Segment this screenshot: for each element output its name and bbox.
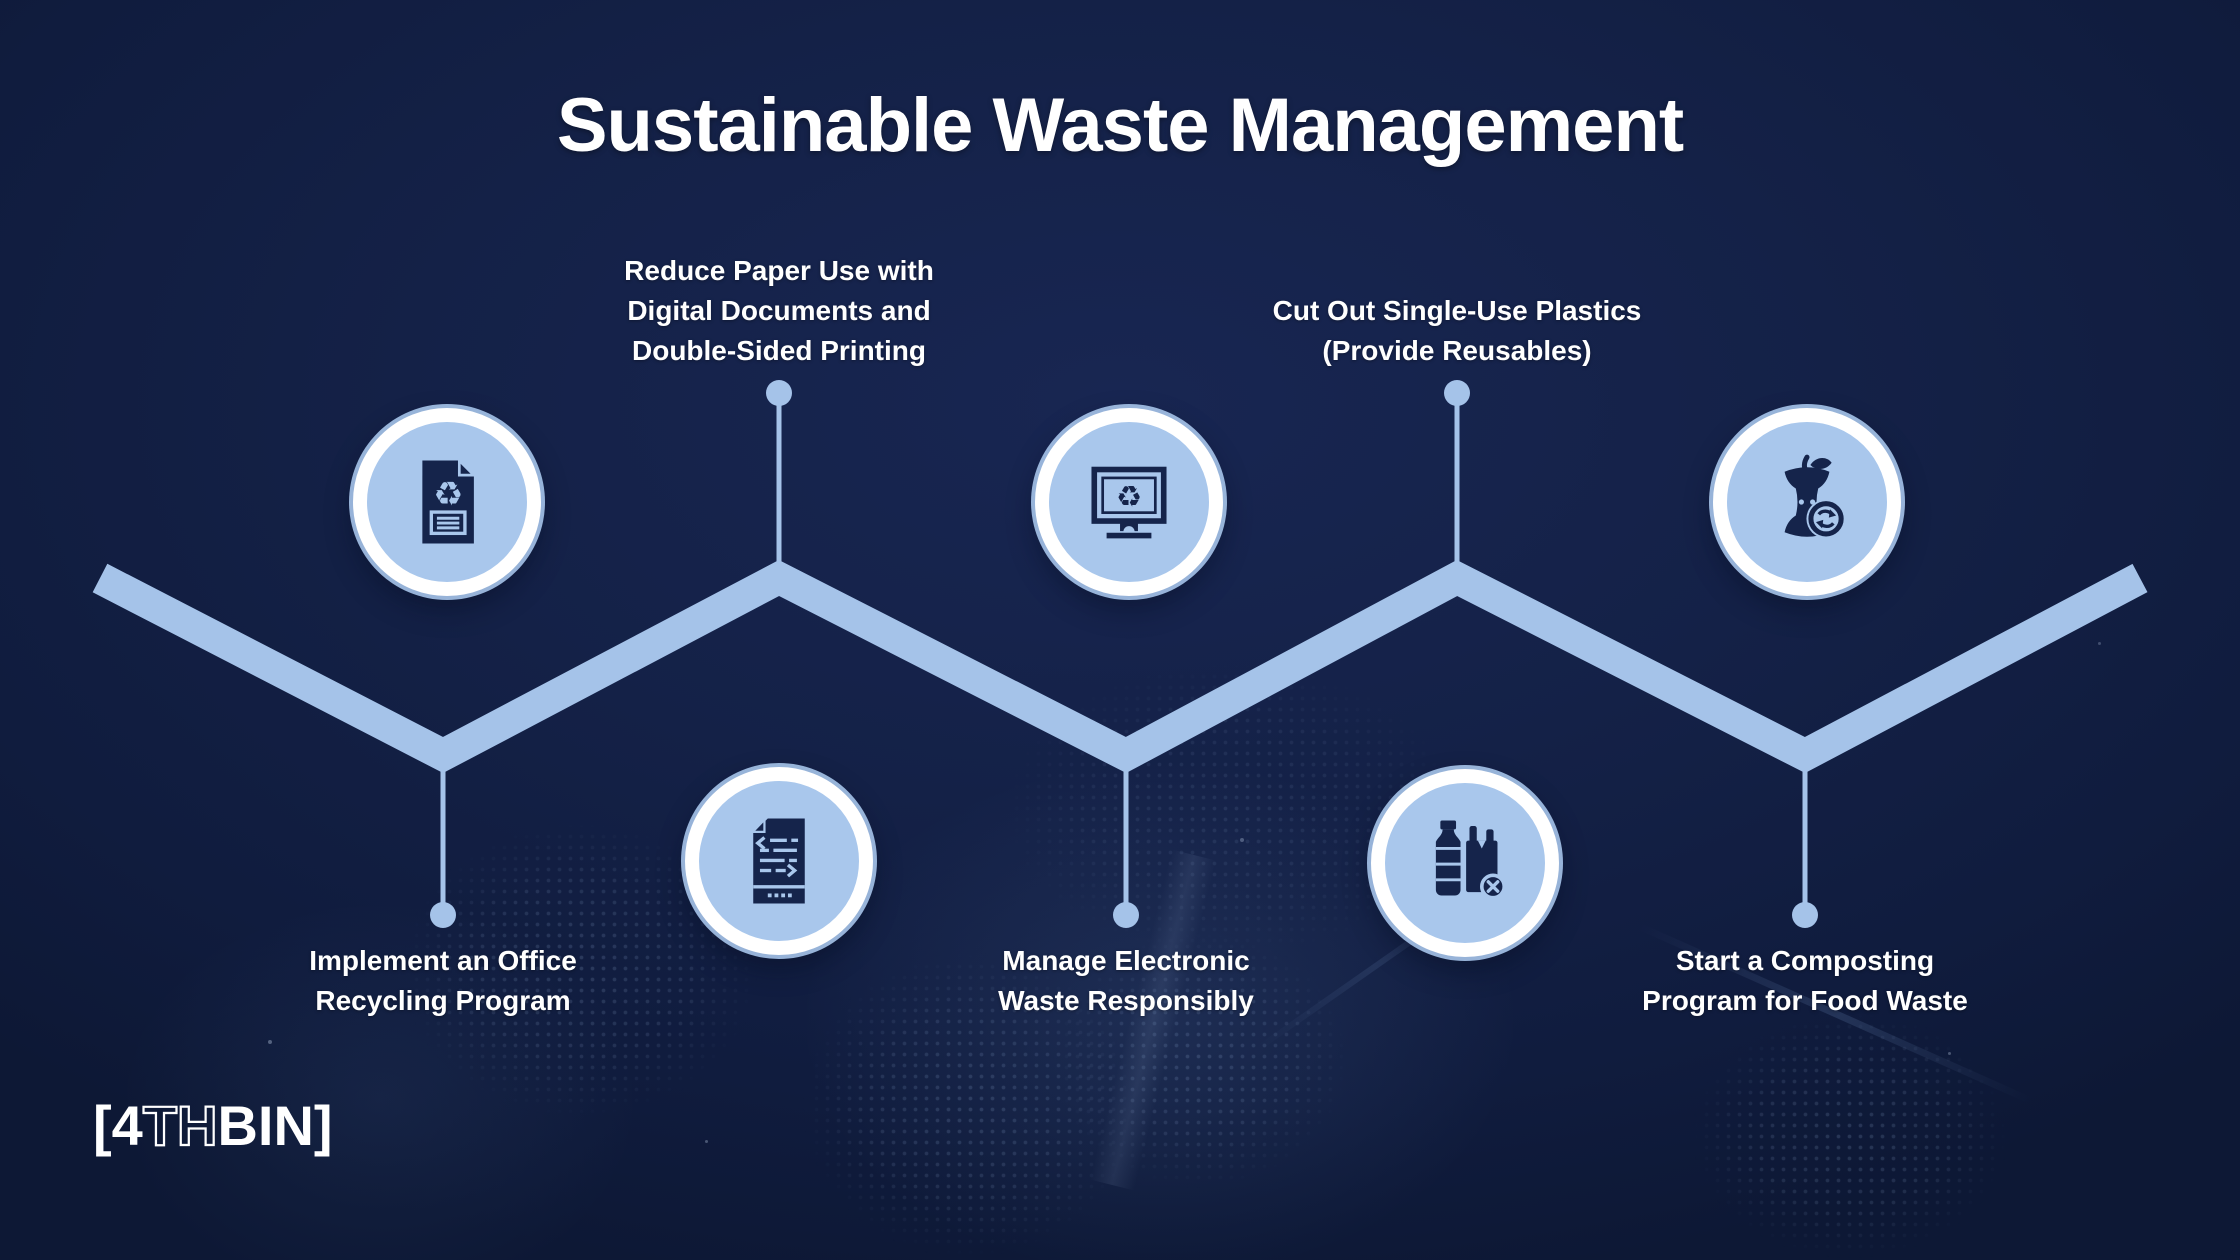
step-5-label: Start a Composting Program for Food Wast… [1595,941,2015,1021]
world-map-texture [800,950,1140,1260]
step-2-label: Reduce Paper Use with Digital Documents … [569,251,989,371]
step-3-label-line: Waste Responsibly [998,985,1254,1016]
step-1-label: Implement an Office Recycling Program [233,941,653,1021]
svg-text:♻: ♻ [433,474,463,513]
logo-solid-bin: BIN [217,1094,314,1157]
step-5-label-line: Program for Food Waste [1642,985,1968,1016]
sparkle-dot [705,1140,708,1143]
step-4-circle [1371,769,1559,957]
logo-bracket-close: ] [313,1094,333,1157]
step-2-label-line: Double-Sided Printing [632,335,926,366]
digital-document-icon [750,816,805,904]
no-single-use-plastics-icon [1435,820,1506,900]
step-3-label: Manage Electronic Waste Responsibly [916,941,1336,1021]
step-1-label-line: Implement an Office [309,945,577,976]
sparkle-dot [2098,642,2101,645]
monitor-recycle-icon: ♻ [1091,466,1167,539]
connector-dot [430,902,456,928]
connector-dot [766,380,792,406]
connector-dots [430,380,1818,928]
step-5-label-line: Start a Composting [1675,945,1935,976]
connector-dot [1792,902,1818,928]
logo-outline-th: TH [142,1093,219,1158]
connector-lines [440,393,1808,915]
sparkle-dot [1240,838,1244,842]
step-2-label-line: Digital Documents and [627,295,931,326]
step-3-label-line: Manage Electronic [1002,945,1250,976]
sparkle-dot [268,1040,272,1044]
connector-dot [1113,902,1139,928]
step-1-label-line: Recycling Program [315,985,571,1016]
step-4-label: Cut Out Single-Use Plastics (Provide Reu… [1227,291,1687,371]
brand-logo-4thbin: [4THBIN] [93,1093,333,1158]
world-map-texture [1690,1010,2010,1260]
page-title: Sustainable Waste Management [556,83,1684,168]
step-1-circle: ♻ [353,408,541,596]
step-2-circle [685,767,873,955]
step-3-circle: ♻ [1035,408,1223,596]
background-glow [120,900,640,1260]
world-map-texture [1050,930,1350,1190]
recycling-document-icon: ♻ [422,457,478,544]
logo-bracket-open: [ [93,1094,112,1157]
connector-dot [1444,380,1470,406]
step-4-label-line: (Provide Reusables) [1322,335,1592,366]
zigzag-band [92,559,2148,774]
compost-food-waste-icon [1784,454,1846,539]
svg-text:♻: ♻ [1116,479,1142,513]
step-2-label-line: Reduce Paper Use with [624,255,934,286]
step-4-label-line: Cut Out Single-Use Plastics [1272,295,1642,326]
step-5-circle [1713,408,1901,596]
sparkle-dot [1948,1052,1951,1055]
logo-solid-4: 4 [111,1094,143,1157]
